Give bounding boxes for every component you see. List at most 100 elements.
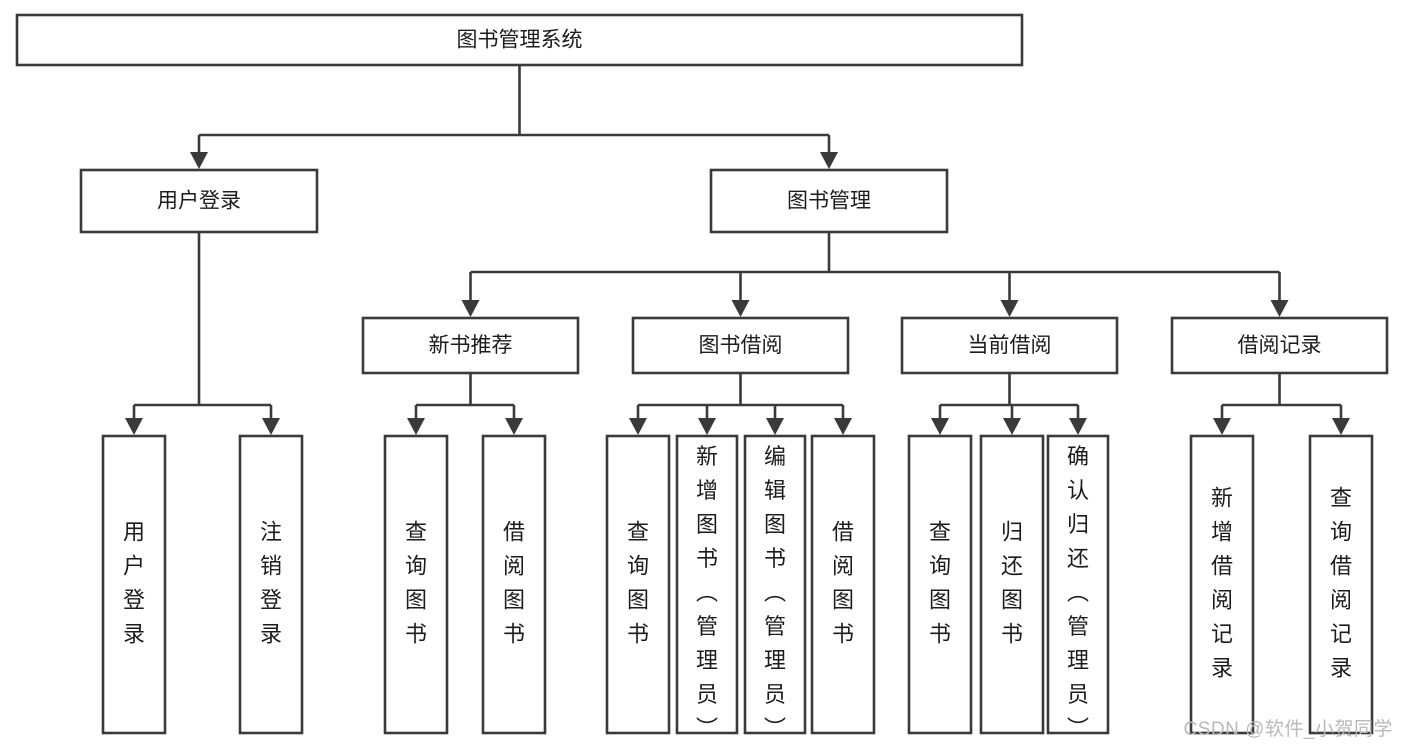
node-level3-0-box	[361, 316, 580, 375]
node-level2-0-label: 用户登录	[157, 190, 241, 213]
node-level3-1[interactable]: 图书借阅	[631, 316, 850, 375]
node-leaf-3-label-char: 借	[503, 519, 525, 544]
node-leaf-5-label-char: ︶	[696, 716, 718, 741]
arrow-head-icon	[407, 418, 425, 435]
node-layer: 图书管理系统用户登录图书管理新书推荐图书借阅当前借阅借阅记录用户登录注销登录查询…	[15, 13, 1389, 741]
node-leaf-2-label-char: 查	[405, 519, 427, 544]
arrow-head-icon	[1003, 418, 1021, 435]
node-leaf-9-label-char: 归	[1001, 519, 1023, 544]
node-leaf-10-label-char: 归	[1067, 512, 1089, 537]
node-leaf-12-label-char: 借	[1330, 553, 1352, 578]
arrow-head-icon	[698, 418, 716, 435]
node-leaf-11-label-char: 增	[1211, 519, 1233, 544]
node-leaf-5-label-char: ︵	[696, 580, 718, 605]
node-leaf-6-label-char: 辑	[764, 478, 786, 503]
arrow-head-icon	[1069, 418, 1087, 435]
node-leaf-10-label-char: 理	[1067, 648, 1089, 673]
node-leaf-11-label-char: 录	[1211, 655, 1233, 680]
node-leaf-6-label-char: 理	[764, 648, 786, 673]
node-root-system-label: 图书管理系统	[457, 29, 583, 52]
node-level2-1[interactable]: 图书管理	[709, 168, 949, 234]
node-leaf-10-label-char: 还	[1067, 546, 1089, 571]
node-leaf-2-box	[383, 434, 449, 735]
node-level3-2-label: 当前借阅	[968, 334, 1052, 357]
node-root-system[interactable]: 图书管理系统	[15, 13, 1024, 67]
node-leaf-6-label-char: 编	[764, 444, 786, 469]
node-leaf-8-label-char: 查	[929, 519, 951, 544]
node-leaf-10-label-char: 员	[1067, 682, 1089, 707]
arrow-head-icon	[1270, 300, 1289, 317]
node-leaf-6-label-char: ︵	[764, 580, 786, 605]
node-leaf-8-label-char: 书	[929, 621, 951, 646]
node-leaf-0-label-char: 户	[123, 553, 145, 578]
arrow-head-icon	[629, 418, 647, 435]
node-leaf-12-label-char: 阅	[1330, 587, 1352, 612]
node-leaf-9-label-char: 还	[1001, 553, 1023, 578]
arrow-head-icon	[1213, 418, 1231, 435]
node-leaf-3-label-char: 书	[503, 621, 525, 646]
node-leaf-2-label-char: 图	[405, 587, 427, 612]
node-leaf-0-label-char: 用	[123, 519, 145, 544]
arrow-head-icon	[125, 418, 143, 435]
node-level3-2-box	[900, 316, 1119, 375]
node-level3-0-label: 新书推荐	[429, 334, 513, 357]
node-leaf-10-label-char: 确	[1067, 444, 1089, 469]
node-leaf-1-box	[238, 434, 304, 735]
node-leaf-5-label-char: 书	[696, 546, 718, 571]
node-level2-1-box	[709, 168, 949, 234]
node-leaf-0-label-char: 录	[123, 621, 145, 646]
node-level3-1-box	[631, 316, 850, 375]
node-leaf-1-label-char: 销	[260, 553, 282, 578]
connector-layer	[125, 65, 1350, 435]
node-leaf-6-label-char: 书	[764, 546, 786, 571]
node-leaf-3-label-char: 图	[503, 587, 525, 612]
node-level3-2[interactable]: 当前借阅	[900, 316, 1119, 375]
node-leaf-5-box	[675, 434, 739, 735]
node-leaf-3-label-char: 阅	[503, 553, 525, 578]
node-leaf-11-box	[1189, 434, 1255, 735]
node-leaf-12-label-char: 录	[1330, 655, 1352, 680]
node-root-system-box	[15, 13, 1024, 67]
node-leaf-2-label-char: 书	[405, 621, 427, 646]
node-leaf-5-label-char: 员	[696, 682, 718, 707]
node-leaf-10-box	[1046, 434, 1110, 735]
node-level2-0[interactable]: 用户登录	[79, 168, 319, 234]
node-leaf-6-label-char: ︶	[764, 716, 786, 741]
arrow-head-icon	[505, 418, 523, 435]
node-level3-3[interactable]: 借阅记录	[1170, 316, 1389, 375]
node-leaf-10-label-char: 认	[1067, 478, 1089, 503]
node-leaf-6-label-char: 管	[764, 614, 786, 639]
node-leaf-12-box	[1308, 434, 1374, 735]
node-leaf-9-label-char: 书	[1001, 621, 1023, 646]
node-leaf-11-label-char: 阅	[1211, 587, 1233, 612]
node-leaf-7-label-char: 书	[832, 621, 854, 646]
node-leaf-8-box	[907, 434, 973, 735]
node-leaf-6-label-char: 图	[764, 512, 786, 537]
arrow-head-icon	[262, 418, 280, 435]
arrow-head-icon	[731, 300, 750, 317]
node-leaf-5-label-char: 增	[696, 478, 718, 503]
arrow-head-icon	[1000, 300, 1019, 317]
node-leaf-7-box	[810, 434, 876, 735]
node-leaf-5-label-char: 图	[696, 512, 718, 537]
node-level3-0[interactable]: 新书推荐	[361, 316, 580, 375]
node-leaf-0[interactable]: 用户登录	[101, 434, 167, 735]
node-leaf-1-label-char: 录	[260, 621, 282, 646]
arrow-head-icon	[1332, 418, 1350, 435]
node-leaf-4-label-char: 询	[627, 553, 649, 578]
node-leaf-8-label-char: 图	[929, 587, 951, 612]
node-leaf-7-label-char: 阅	[832, 553, 854, 578]
node-leaf-9-box	[979, 434, 1045, 735]
